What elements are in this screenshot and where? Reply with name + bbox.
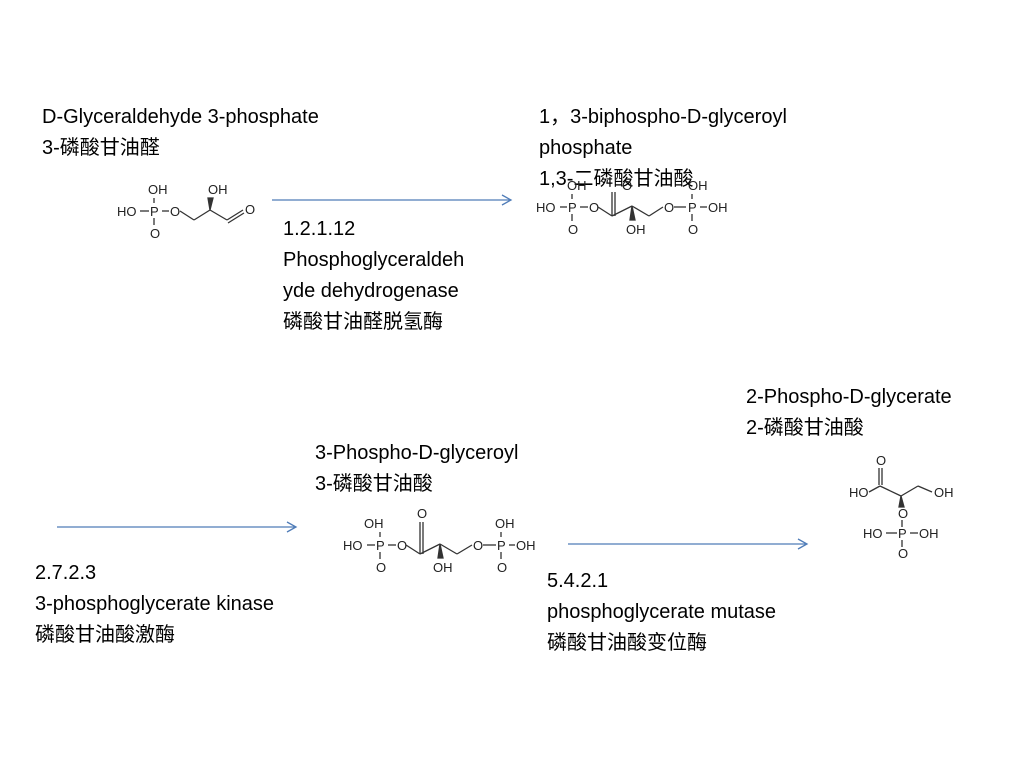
compound-label-2-phosphoglycerate: 2-Phospho-D-glycerate 2-磷酸甘油酸 <box>746 382 952 444</box>
enzyme-name-chinese: 磷酸甘油酸变位酶 <box>547 632 707 654</box>
atom-label: P <box>688 200 697 215</box>
atom-label: P <box>497 538 506 553</box>
enzyme-name: 3-phosphoglycerate kinase <box>35 593 275 615</box>
structure-glyceraldehyde-3-phosphate: OH HO P O O OH O <box>117 182 255 241</box>
compound-label-1-3-bisphosphoglycerate: 1，3-biphospho-D-glyceroyl phosphate 1,3-… <box>539 102 787 195</box>
atom-label: O <box>664 200 674 215</box>
atom-label: O <box>150 226 160 241</box>
compound-name-chinese: 2-磷酸甘油酸 <box>746 417 864 439</box>
enzyme-ec-number: 1.2.1.12 <box>283 218 356 240</box>
compound-name-line2: phosphate <box>539 137 633 159</box>
atom-label: P <box>150 204 159 219</box>
atom-label: O <box>898 506 908 521</box>
atom-label: OH <box>208 182 228 197</box>
atom-label: OH <box>708 200 728 215</box>
atom-label: OH <box>919 526 939 541</box>
atom-label: P <box>568 200 577 215</box>
compound-name: 2-Phospho-D-glycerate <box>746 386 952 408</box>
enzyme-label-gapdh: 1.2.1.12 Phosphoglyceraldeh yde dehydrog… <box>283 214 464 338</box>
atom-label: O <box>898 546 908 561</box>
enzyme-name-line1: Phosphoglyceraldeh <box>283 249 465 271</box>
compound-name-chinese: 3-磷酸甘油酸 <box>315 473 433 495</box>
structure-3-phosphoglycerate: OH HO P O O O OH O OH P O OH <box>343 506 536 575</box>
atom-label: OH <box>433 560 453 575</box>
atom-label: O <box>497 560 507 575</box>
atom-label: O <box>245 202 255 217</box>
reaction-arrow-3 <box>568 538 809 550</box>
enzyme-ec-number: 2.7.2.3 <box>35 562 97 584</box>
atom-label: O <box>688 222 698 237</box>
atom-label: HO <box>117 204 137 219</box>
atom-label: HO <box>536 200 556 215</box>
compound-label-3-phosphoglycerate: 3-Phospho-D-glyceroyl 3-磷酸甘油酸 <box>315 438 518 500</box>
atom-label: O <box>568 222 578 237</box>
enzyme-label-pgm: 5.4.2.1 phosphoglycerate mutase 磷酸甘油酸变位酶 <box>547 566 776 659</box>
compound-name-line1: 1，3-biphospho-D-glyceroyl <box>539 106 787 128</box>
atom-label: OH <box>567 178 587 193</box>
atom-label: O <box>417 506 427 521</box>
compound-name: 3-Phospho-D-glyceroyl <box>315 442 519 464</box>
structure-1-3-bisphosphoglycerate: OH HO P O O O OH O OH P O OH <box>536 178 728 237</box>
reaction-arrow-1 <box>272 194 513 206</box>
compound-label-glyceraldehyde-3-phosphate: D-Glyceraldehyde 3-phosphate 3-磷酸甘油醛 <box>42 102 319 164</box>
atom-label: OH <box>626 222 646 237</box>
atom-label: OH <box>495 516 515 531</box>
atom-label: OH <box>688 178 708 193</box>
atom-label: O <box>622 178 632 193</box>
atom-label: O <box>170 204 180 219</box>
enzyme-name-chinese: 磷酸甘油醛脱氢酶 <box>283 311 443 333</box>
atom-label: OH <box>364 516 384 531</box>
atom-label: O <box>876 453 886 468</box>
structure-2-phosphoglycerate: O HO OH O HO P O OH <box>849 453 954 561</box>
atom-label: OH <box>516 538 536 553</box>
atom-label: OH <box>148 182 168 197</box>
atom-label: OH <box>934 485 954 500</box>
compound-name: D-Glyceraldehyde 3-phosphate <box>42 106 319 128</box>
enzyme-name-chinese: 磷酸甘油酸激酶 <box>35 624 175 646</box>
atom-label: O <box>589 200 599 215</box>
atom-label: O <box>397 538 407 553</box>
atom-label: O <box>473 538 483 553</box>
enzyme-label-pgk: 2.7.2.3 3-phosphoglycerate kinase 磷酸甘油酸激… <box>35 558 274 651</box>
atom-label: P <box>898 526 907 541</box>
compound-name-chinese: 1,3-二磷酸甘油酸 <box>539 168 694 190</box>
enzyme-ec-number: 5.4.2.1 <box>547 570 609 592</box>
enzyme-name-line2: yde dehydrogenase <box>283 280 459 302</box>
atom-label: P <box>376 538 385 553</box>
atom-label: HO <box>343 538 363 553</box>
enzyme-name: phosphoglycerate mutase <box>547 601 777 623</box>
atom-label: HO <box>849 485 869 500</box>
atom-label: HO <box>863 526 883 541</box>
compound-name-chinese: 3-磷酸甘油醛 <box>42 137 160 159</box>
reaction-arrow-2 <box>57 521 298 533</box>
atom-label: O <box>376 560 386 575</box>
